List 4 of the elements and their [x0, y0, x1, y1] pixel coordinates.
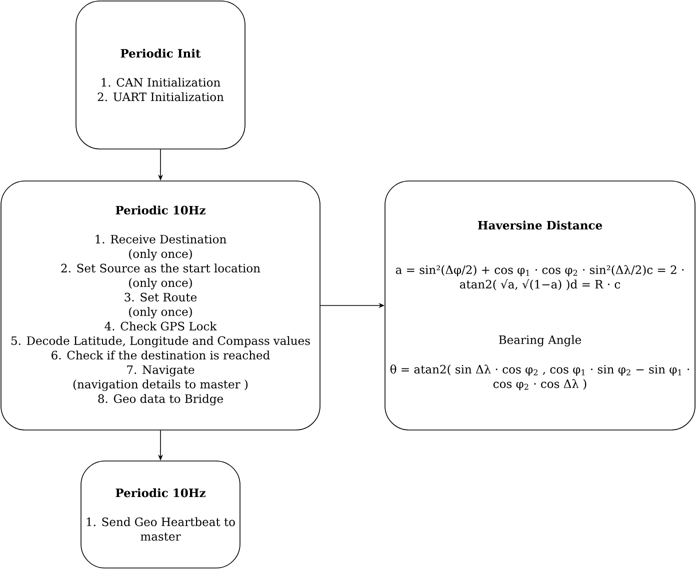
process-box: Periodic 10Hz 1. Receive Destination (only once) 2. Set Source as the start location (only once) 3. Set Route (only once) 4. Check GPS Lock 5. Decode Latitude, Longitude and Compass values 6. Check if the destination is reached 7. Navigate (navigation details to master ) 8. Geo data to Bridge: [0, 180, 320, 430]
formula-box: Haversine Distance a = sin²(Δφ/2) + cos φ$_{1}$ · cos φ$_{2}$ · sin²(Δλ/2)c = 2 · atan2( √a, √(1−a) )d = R · c Bearing Angle θ = atan2( sin Δλ · cos φ$_{2}$ , cos φ$_{1}$ · sin φ$_{2}$ − sin φ$_{1}$ · cos φ$_{2}$ · cos Δλ ): [384, 180, 696, 430]
process-box: Periodic 10Hz 1. Send Geo Heartbeat to master: [80, 460, 240, 568]
process-box: Periodic Init 1. CAN Initialization 2. UART Initialization: [76, 0, 246, 150]
